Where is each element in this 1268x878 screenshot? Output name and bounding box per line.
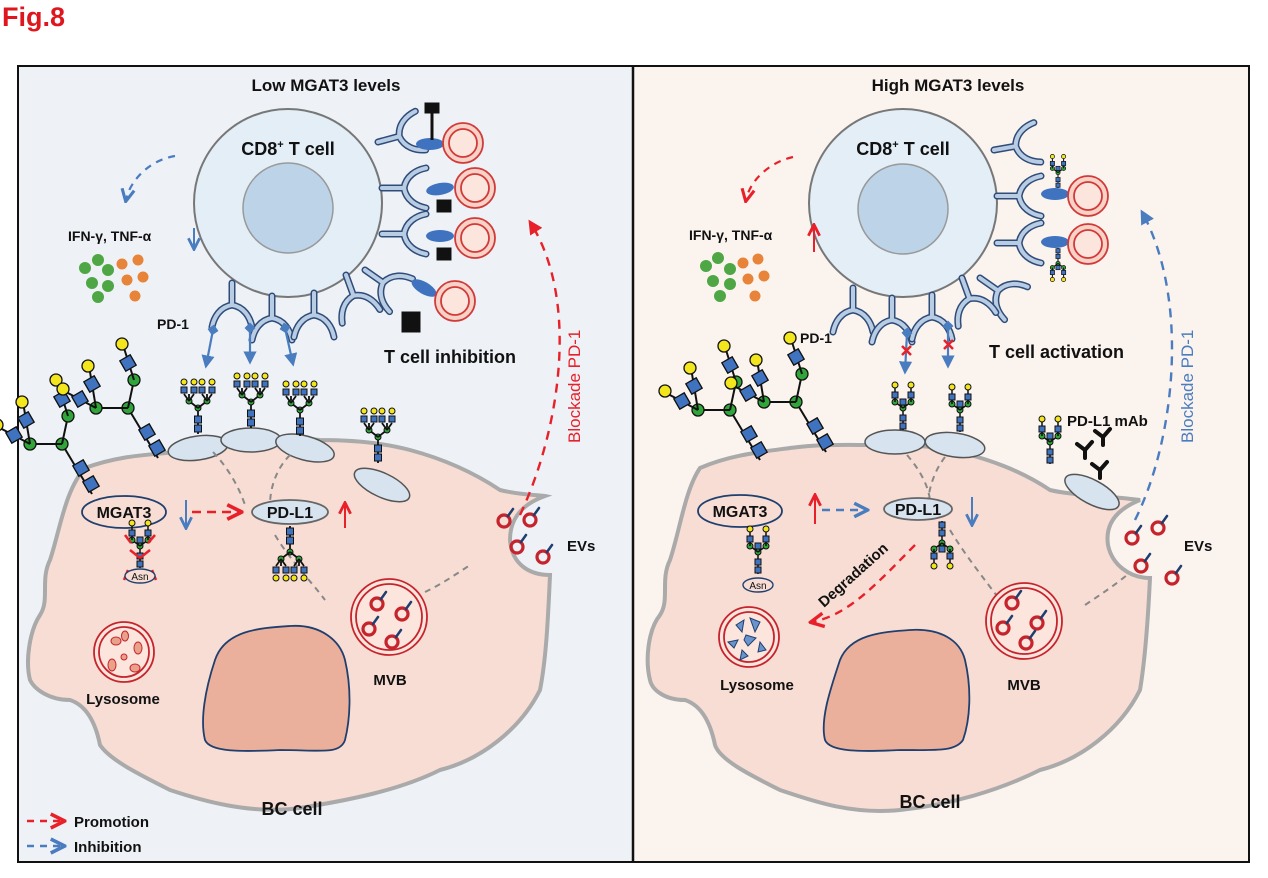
pdl1-node — [883, 497, 953, 521]
t-cell-nucleus — [242, 162, 334, 254]
evs-label: EVs — [1184, 538, 1212, 555]
mvb-label: MVB — [1007, 677, 1041, 694]
figure-title: Fig.8 — [2, 2, 66, 32]
t-cell-label: CD8+ T cell — [856, 139, 949, 159]
tumor-cell — [434, 280, 476, 322]
right-panel-heading: High MGAT3 levels — [872, 76, 1025, 95]
asn-label: Asn — [749, 581, 766, 592]
blockade-label: Blockade PD-1 — [1178, 330, 1197, 443]
lysosome — [93, 621, 155, 683]
bc-nucleus — [822, 628, 971, 752]
membrane-protein — [924, 431, 986, 459]
legend-item-inhibition: Inhibition — [27, 839, 141, 856]
legend: Promotion Inhibition — [27, 814, 149, 856]
tumor-cell — [454, 217, 496, 259]
ifn-gamma-particles — [79, 254, 114, 303]
block-x-icon — [901, 339, 954, 356]
mgat3-label: MGAT3 — [713, 504, 768, 521]
mgat3-node — [697, 494, 783, 528]
legend-item-promotion: Promotion — [27, 814, 149, 831]
mvb — [350, 578, 428, 656]
degradation-arrow — [812, 544, 916, 622]
lysosome-label: Lysosome — [720, 677, 794, 694]
lysosome-label: Lysosome — [86, 691, 160, 708]
tumor-cell — [1067, 223, 1109, 265]
interaction-arrow — [279, 322, 298, 367]
pdl1-mab-label: PD-L1 mAb — [1067, 413, 1148, 430]
lysosome — [718, 606, 780, 668]
tumor-cell — [1067, 175, 1109, 217]
membrane-protein — [864, 429, 926, 455]
pd1-label: PD-1 — [800, 330, 832, 346]
left-panel-heading: Low MGAT3 levels — [252, 76, 401, 95]
pdl1-node — [251, 499, 329, 525]
ifn-gamma-particles — [700, 252, 736, 302]
t-cell-nucleus — [857, 163, 949, 255]
blockade-curve — [518, 219, 561, 516]
pdl1-label: PD-L1 — [895, 502, 941, 519]
membrane-protein — [1064, 473, 1120, 511]
asn-label: Asn — [131, 572, 148, 583]
promotion-curve — [746, 155, 794, 200]
t-cell-state-label: T cell inhibition — [384, 347, 516, 367]
interaction-arrow — [201, 324, 219, 369]
svg-text:Inhibition: Inhibition — [74, 839, 141, 856]
bc-nucleus — [202, 625, 351, 752]
cytokines-label: IFN-γ, TNF-α — [68, 228, 152, 244]
pdl1-label: PD-L1 — [267, 505, 313, 522]
pd1-label: PD-1 — [157, 316, 189, 332]
mgat3-node — [81, 495, 167, 529]
mvb-label: MVB — [373, 672, 407, 689]
left-panel: Low MGAT3 levels CD8+ T cell — [0, 76, 595, 856]
tumor-cell — [454, 167, 496, 209]
membrane-protein — [275, 433, 335, 463]
bc-cell-label: BC cell — [261, 799, 322, 819]
blockade-curve — [1133, 209, 1174, 521]
cytokines-label: IFN-γ, TNF-α — [689, 227, 773, 243]
blockade-label: Blockade PD-1 — [565, 330, 584, 443]
tnf-alpha-particles — [116, 254, 149, 302]
bc-cell-body — [26, 436, 553, 812]
membrane-protein — [220, 427, 282, 453]
inhibition-curve — [126, 154, 176, 200]
t-cell-state-label: T cell activation — [989, 342, 1124, 362]
tumor-cell — [442, 122, 484, 164]
bc-cell-label: BC cell — [899, 792, 960, 812]
asn-node — [124, 568, 156, 584]
mgat3-label: MGAT3 — [97, 505, 152, 522]
evs-label: EVs — [567, 538, 595, 555]
svg-text:Promotion: Promotion — [74, 814, 149, 831]
right-panel: High MGAT3 levels CD8+ T cell IFN — [645, 76, 1212, 813]
t-cell-label: CD8+ T cell — [241, 139, 334, 159]
asn-node — [742, 577, 774, 593]
tnf-alpha-particles — [737, 253, 770, 302]
membrane-protein — [353, 467, 411, 503]
